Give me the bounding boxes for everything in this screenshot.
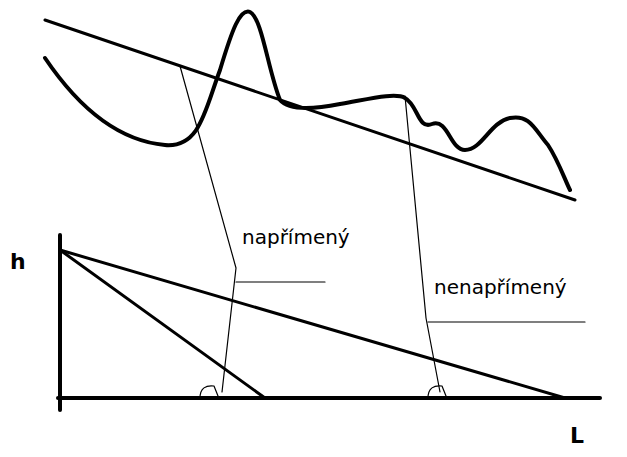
- angle-mark: [200, 386, 218, 398]
- steep-slope-line: [60, 250, 265, 398]
- shallow-slope-line: [60, 250, 565, 398]
- curve-label: nenapřímený: [432, 276, 569, 298]
- curve-label: napřímený: [240, 226, 352, 248]
- axis-label: L: [568, 424, 586, 448]
- leader-line: [405, 96, 440, 392]
- angle-mark: [428, 386, 446, 398]
- axis-label: h: [8, 250, 28, 274]
- leader-line: [180, 66, 236, 392]
- leader-line: [428, 321, 585, 322]
- terrain-curve: [45, 12, 570, 190]
- h-axis: [58, 235, 62, 410]
- trend-line: [45, 20, 575, 200]
- leader-line: [236, 281, 325, 282]
- l-axis: [58, 396, 600, 400]
